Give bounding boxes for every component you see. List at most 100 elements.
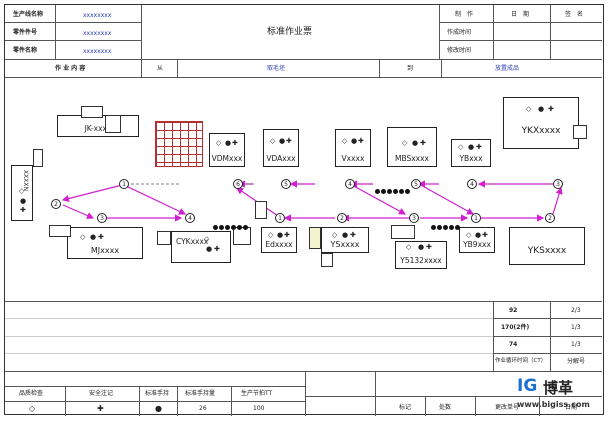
part-name-value: xxxxxxxx [83,48,112,55]
machine-label: JK-xxxx [84,124,112,133]
legend-safety-label: 安全注记 [89,390,114,397]
legend-takt-label: 生产节拍TT [241,390,273,397]
header-divider [5,59,602,60]
hline [493,318,602,319]
standard-stock-icon: ● [90,233,97,241]
conveyor [431,215,461,230]
summary-b2: 1/3 [571,324,581,331]
hline [5,22,141,23]
hline [5,401,305,402]
legend-takt-value: 100 [253,405,265,412]
step-circle: 1 [471,213,481,223]
step-circle: 4 [185,213,195,223]
summary-b3: 1/3 [571,341,581,348]
machine-ys5: ◇ ● ✚ Y5132xxxx [395,241,447,269]
standard-stock-icon: ● [206,245,213,253]
machine-jk: JK-xxxx [57,115,139,137]
machine-part [573,125,587,139]
quality-check-icon: ◇ [216,139,222,147]
vline [379,59,380,77]
vline [539,396,540,416]
machine-part [49,225,71,237]
standard-stock-icon: ● [538,105,545,113]
date-footer-label: 日期 [565,404,578,411]
change-label: 更改单号 [495,404,520,411]
hline [5,301,602,302]
step-circle: 5 [281,179,291,189]
step-circle: 4 [345,179,355,189]
vline [375,371,376,416]
quality-check-icon: ◇ [270,137,276,145]
machine-xxx: ◇ ● ✚ XXXXN [11,165,33,221]
conveyor [213,215,249,230]
machine-label: Edxxxx [265,240,293,249]
standard-stock-icon: ● [342,231,349,239]
sign-label: 签 名 [565,11,584,18]
step-circle: 3 [97,213,107,223]
machine-label: YKSxxxx [527,246,567,256]
safety-icon: ✚ [350,231,356,239]
machine-label: MBSxxxx [395,154,429,163]
from-value: 取毛坯 [267,65,286,72]
quality-check-icon: ◇ [268,231,274,239]
machine-part [391,225,415,239]
legend-stock-qty-label: 标准手持量 [185,390,216,397]
mark-label: 标记 [399,404,412,411]
vline [475,396,476,416]
machine-part [33,149,43,167]
step-circle: 5 [411,179,421,189]
line-name-value: xxxxxxxx [83,12,112,19]
work-content-label: 作 业 内 容 [55,65,86,72]
vline [439,5,440,59]
machine-label: YB9xxx [463,240,491,249]
standard-stock-icon: ● [418,243,425,251]
machine-yb9: ◇ ● ✚ YB9xxx [459,227,495,253]
quality-check-icon: ◇ [204,235,210,243]
machine-yks: YKSxxxx [509,227,585,265]
to-label: 到 [407,65,414,72]
quality-check-icon: ◇ [458,143,464,151]
summary-a2: 170(2件) [501,324,530,331]
summary-a3: 74 [509,341,518,348]
decomposition-label: 分解号 [567,358,586,365]
vline [550,5,551,59]
standard-stock-icon: ● [20,197,27,205]
machine-ykx: ◇ ● ✚ YKXxxxx [503,97,579,149]
hline [305,396,602,397]
vline [55,5,56,59]
hline [5,40,141,41]
step-circle: 2 [337,213,347,223]
logo-text: 博革 [543,379,574,397]
make-time-label: 作成时间 [447,29,472,36]
safety-icon: ✚ [548,105,554,113]
summary-b1: 2/3 [571,307,581,314]
quality-check-icon: ◇ [466,231,472,239]
brand-url: www.bigiss.com [517,400,590,409]
safety-icon: ✚ [98,233,104,241]
safety-icon: ✚ [482,231,488,239]
legend-quality-label: 品质检查 [19,390,44,397]
machine-part [157,231,171,245]
machine-label: Vxxxx [341,154,365,163]
safety-icon: ✚ [420,139,426,147]
machine-yb: ◇ ● ✚ YBxxx [451,139,491,167]
from-label: 从 [157,65,164,72]
machine-label: YKXxxxx [521,126,561,136]
hline [5,318,493,319]
legend-stock-qty-value: 26 [199,405,207,412]
machine-cyk: ◇ ● ✚ CYKxxxx [171,231,231,263]
step-circle: 2 [545,213,555,223]
hline [439,22,602,23]
step-circle: 3 [409,213,419,223]
machine-part [309,227,321,249]
logo-mark-icon: IG [517,376,538,396]
machine-label: XXXXN [22,170,29,191]
safety-icon: ✚ [286,137,292,145]
standard-stock-icon: ● [468,143,475,151]
machine-label: MJxxxx [90,246,120,255]
part-number-value: xxxxxxxx [83,30,112,37]
step-circle: 3 [553,179,563,189]
vline [441,59,442,77]
part-number-label: 零件件号 [13,29,38,36]
page-title: 标准作业票 [267,27,313,37]
